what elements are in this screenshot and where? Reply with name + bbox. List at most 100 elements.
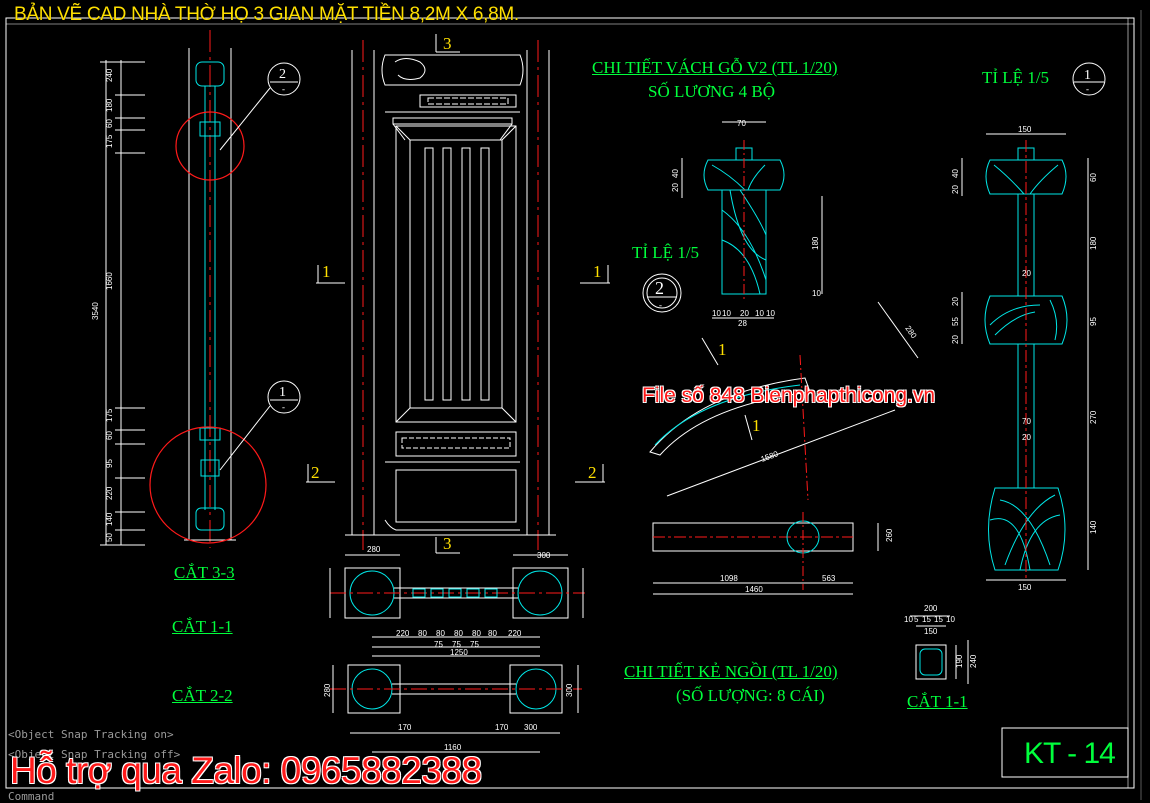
dim-plan2-1160: 1160 xyxy=(444,743,462,752)
dim-r-95: 95 xyxy=(1089,317,1098,326)
watermark-file-number: File số 848 Bienphapthicong.vn xyxy=(642,384,936,407)
section-3-3-column xyxy=(100,30,301,548)
dim-s-190: 190 xyxy=(955,654,964,668)
dim-50: 50 xyxy=(105,533,114,542)
dim-175b: 175 xyxy=(105,408,114,422)
dim-plan2-170b: 170 xyxy=(495,723,509,732)
dim-plan-80d: 80 xyxy=(472,629,481,638)
dim-det-10c: 10 xyxy=(755,309,764,318)
command-history-line-2: <Object Snap Tracking off> xyxy=(8,748,181,761)
dim-det-20: 20 xyxy=(740,309,749,318)
sheet-number: KT - 14 xyxy=(1024,737,1116,770)
section-marker-3-bottom: 3 xyxy=(443,534,452,553)
section-marker-2-right: 2 xyxy=(588,463,597,482)
dim-r-180: 180 xyxy=(1089,236,1098,250)
dim-det-70: 70 xyxy=(737,119,746,128)
dim-det-10b: 10 xyxy=(722,309,731,318)
dim-plan-75b: 75 xyxy=(452,640,461,649)
dim-1660: 1660 xyxy=(105,272,114,290)
small-section-1-1-label: CẮT 1-1 xyxy=(907,692,968,711)
callout-2-sub: - xyxy=(282,84,285,94)
dim-plan-300: 300 xyxy=(537,551,551,560)
dim-plan-1250: 1250 xyxy=(450,648,468,657)
dim-r-20b: 20 xyxy=(1022,269,1031,278)
bracket-detail xyxy=(649,301,919,595)
dim-plan2-170a: 170 xyxy=(398,723,412,732)
dim-s-15a: 15 xyxy=(922,615,931,624)
dim-det-180: 180 xyxy=(811,236,820,250)
scale-label-left: TỈ LỆ 1/5 xyxy=(632,243,700,262)
small-section-1-1 xyxy=(910,615,969,684)
dim-det-28: 28 xyxy=(738,319,747,328)
dim-95: 95 xyxy=(105,459,114,468)
dim-r-40: 40 xyxy=(951,169,960,178)
dim-s-5: 5 xyxy=(914,615,919,624)
section-3-3-label: CẮT 3-3 xyxy=(174,563,235,582)
dim-plan2-300: 300 xyxy=(565,683,574,697)
callout-1-num: 1 xyxy=(279,385,286,400)
dim-plan-80c: 80 xyxy=(454,629,463,638)
dim-det-40: 40 xyxy=(671,169,680,178)
section-marker-1-left: 1 xyxy=(322,262,331,281)
detail-2-sub: - xyxy=(659,300,662,310)
dim-s-10b: 10 xyxy=(946,615,955,624)
dim-r-55: 55 xyxy=(951,317,960,326)
dim-b-1098: 1098 xyxy=(720,574,738,583)
dim-3540: 3540 xyxy=(91,302,100,320)
dim-b-563: 563 xyxy=(822,574,836,583)
dim-r-140: 140 xyxy=(1089,520,1098,534)
dim-s-240: 240 xyxy=(969,654,978,668)
dim-plan-220: 220 xyxy=(396,629,410,638)
dim-r-20: 20 xyxy=(951,185,960,194)
dim-det-10e: 10 xyxy=(812,289,821,298)
dim-r-150: 150 xyxy=(1018,125,1032,134)
callout-1-sub: - xyxy=(282,402,285,412)
dim-det-20: 20 xyxy=(671,183,680,192)
dim-b-1580: 1580 xyxy=(760,449,780,464)
wood-wall-elevation xyxy=(306,34,610,554)
drawing-title: BẢN VẼ CAD NHÀ THỜ HỌ 3 GIAN MẶT TIỀN 8,… xyxy=(14,4,519,25)
joint-detail-2 xyxy=(642,121,823,319)
section-marker-1-right: 1 xyxy=(593,262,602,281)
dim-175: 175 xyxy=(105,134,114,148)
command-history-line-1: <Object Snap Tracking on> xyxy=(8,728,174,741)
dim-r-20d: 20 xyxy=(951,335,960,344)
dim-plan-75c: 75 xyxy=(470,640,479,649)
dim-plan-80e: 80 xyxy=(488,629,497,638)
dim-180: 180 xyxy=(105,98,114,112)
section-marker-3-top: 3 xyxy=(443,34,452,53)
dim-140: 140 xyxy=(105,512,114,526)
dim-b-280: 280 xyxy=(903,324,918,341)
scale-label-right: TỈ LỆ 1/5 xyxy=(982,68,1050,87)
plan-section-1-1 xyxy=(329,554,585,657)
dim-r-150b: 150 xyxy=(1018,583,1032,592)
dim-60: 60 xyxy=(105,119,114,128)
command-line-prompt[interactable]: Command xyxy=(8,790,55,803)
section-marker-2-left: 2 xyxy=(311,463,320,482)
bracket-detail-title: CHI TIẾT KẺ NGỒI (TL 1/20) xyxy=(624,662,838,681)
callout-2-num: 2 xyxy=(279,67,286,82)
dim-r-70: 70 xyxy=(1022,417,1031,426)
dim-220: 220 xyxy=(105,486,114,500)
wall-detail-subtitle: SỐ LƯƠNG 4 BỘ xyxy=(648,82,776,101)
joint-detail-1 xyxy=(961,62,1106,581)
dim-r-20e: 20 xyxy=(1022,433,1031,442)
section-2-2-label: CẮT 2-2 xyxy=(172,686,233,705)
plan-section-2-2 xyxy=(330,664,582,753)
zalo-support-contact: Hỗ trợ qua Zalo: 0965882388 xyxy=(10,750,482,791)
dim-s-150: 150 xyxy=(924,627,938,636)
dim-240: 240 xyxy=(105,68,114,82)
dim-plan2-300b: 300 xyxy=(524,723,538,732)
section-marker-1-bracket-b: 1 xyxy=(752,416,761,435)
dim-b-260: 260 xyxy=(885,528,894,542)
dim-r-20c: 20 xyxy=(951,297,960,306)
bracket-detail-subtitle: (SỐ LƯỢNG: 8 CÁI) xyxy=(676,686,825,705)
dimension-texts: 240 180 60 175 1660 3540 175 60 95 220 1… xyxy=(91,68,1098,752)
dim-r-270: 270 xyxy=(1089,410,1098,424)
dim-s-15b: 15 xyxy=(934,615,943,624)
detail-2-num: 2 xyxy=(655,278,664,298)
dim-plan-80b: 80 xyxy=(436,629,445,638)
dim-det-10d: 10 xyxy=(766,309,775,318)
